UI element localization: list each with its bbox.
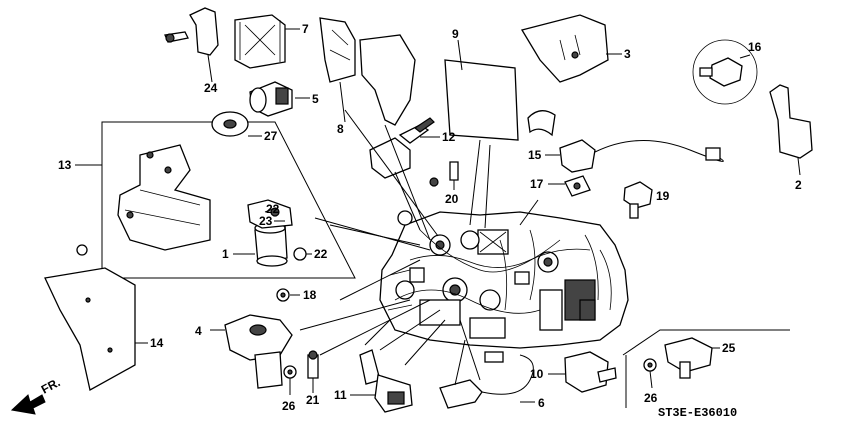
callout-19: 19 bbox=[656, 189, 670, 203]
cover-14-part bbox=[44, 267, 148, 391]
callout-1: 1 bbox=[222, 247, 229, 261]
sensor-25-part bbox=[664, 337, 720, 379]
callout-21: 21 bbox=[306, 393, 320, 407]
sensor-12-part bbox=[369, 117, 440, 179]
bolt-19-part bbox=[623, 181, 653, 219]
callout-26b: 26 bbox=[644, 391, 658, 405]
callout-27: 27 bbox=[264, 129, 278, 143]
callout-2: 2 bbox=[795, 178, 802, 192]
callout-14: 14 bbox=[150, 336, 164, 350]
sensor-15-part bbox=[545, 139, 724, 173]
sensor-4-part bbox=[210, 314, 293, 389]
sensor-5-part bbox=[249, 81, 310, 117]
nut-26b-part bbox=[643, 358, 657, 389]
callout-18: 18 bbox=[303, 288, 317, 302]
callout-26a: 26 bbox=[282, 399, 296, 413]
callout-24: 24 bbox=[204, 81, 218, 95]
bolt-21-part bbox=[307, 350, 319, 393]
callout-9: 9 bbox=[452, 27, 459, 41]
callout-4: 4 bbox=[195, 324, 202, 338]
callout-7: 7 bbox=[302, 22, 309, 36]
module-7-part bbox=[234, 14, 300, 69]
callout-22a: 22 bbox=[266, 202, 280, 216]
bracket-2-part bbox=[769, 84, 813, 176]
sensor-6-part bbox=[439, 351, 535, 409]
sensor-10-part bbox=[548, 351, 617, 393]
callout-20: 20 bbox=[445, 192, 459, 206]
gasket-17-part bbox=[548, 175, 591, 197]
group-25-frame bbox=[622, 329, 790, 408]
callout-17: 17 bbox=[530, 177, 544, 191]
bolt-16-part bbox=[692, 39, 758, 105]
callout-12: 12 bbox=[442, 130, 456, 144]
diagram-code: ST3E-E36010 bbox=[658, 406, 737, 420]
leader-lines bbox=[299, 109, 539, 386]
callout-16: 16 bbox=[748, 40, 762, 54]
callout-11: 11 bbox=[334, 388, 347, 402]
bracket-24-part bbox=[164, 7, 219, 83]
callout-5: 5 bbox=[312, 92, 319, 106]
engine-assembly bbox=[379, 210, 629, 349]
callouts: 1 2 3 4 5 6 7 8 9 10 11 12 13 14 15 16 1… bbox=[58, 22, 802, 413]
callout-23: 23 bbox=[259, 214, 273, 228]
cover-9-part bbox=[444, 39, 519, 141]
nut-part bbox=[76, 244, 88, 256]
nut-18-part bbox=[276, 288, 300, 302]
sensor-11-part bbox=[350, 349, 413, 413]
callout-15: 15 bbox=[528, 148, 542, 162]
callout-8: 8 bbox=[337, 122, 344, 136]
callout-3: 3 bbox=[624, 47, 631, 61]
bracket-8-part bbox=[319, 17, 416, 126]
callout-13: 13 bbox=[58, 158, 72, 172]
clamp-part bbox=[527, 110, 556, 137]
callout-25: 25 bbox=[722, 341, 736, 355]
callout-6: 6 bbox=[538, 396, 545, 410]
front-direction-arrow-icon bbox=[10, 394, 46, 415]
nut-26a-part bbox=[283, 365, 297, 395]
washer-27-part bbox=[211, 111, 262, 137]
group-13-frame bbox=[75, 121, 356, 279]
callout-22b: 22 bbox=[314, 247, 328, 261]
callout-10: 10 bbox=[530, 367, 544, 381]
bracket-3-part bbox=[520, 14, 622, 83]
bolt-20-part bbox=[429, 161, 459, 190]
canister-1-part bbox=[233, 199, 312, 267]
front-direction-label: FR. bbox=[39, 375, 63, 396]
bracket-13-part bbox=[117, 144, 211, 251]
